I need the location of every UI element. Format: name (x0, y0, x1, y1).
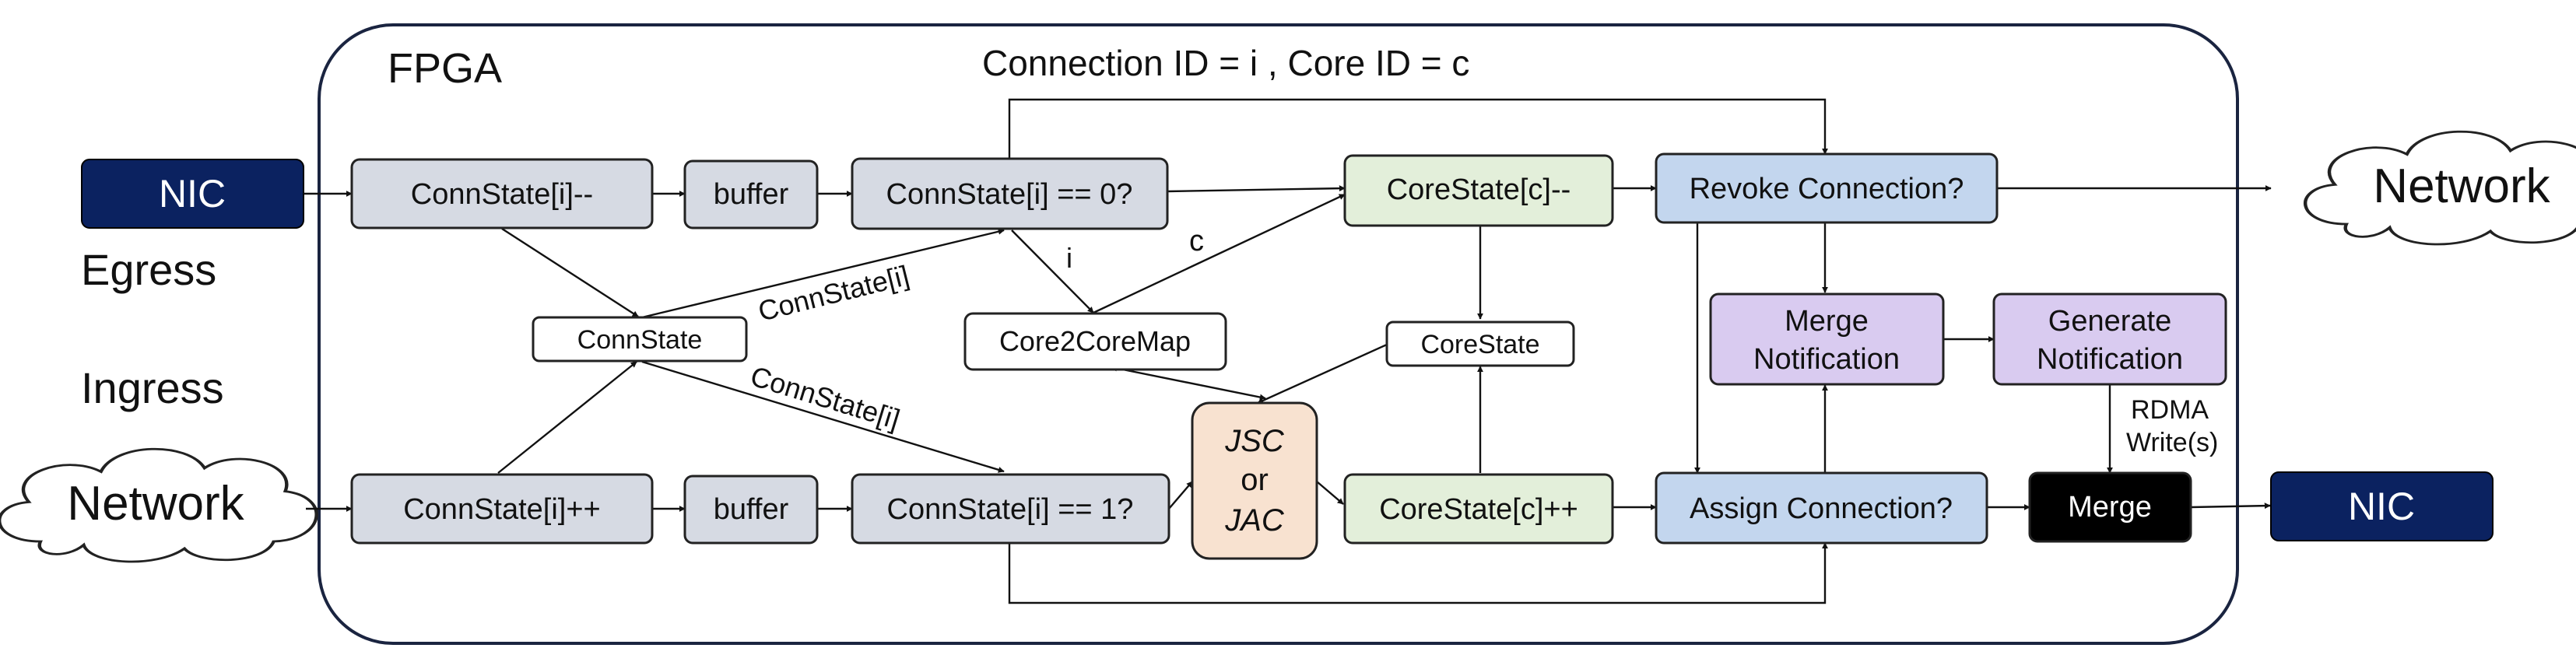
jsc-jac-box (1191, 401, 1318, 560)
left-network-label: Network (67, 477, 244, 531)
edge-label-i: i (1066, 242, 1072, 274)
connstate-increment-box (350, 473, 654, 545)
right-nic-box (2270, 471, 2494, 541)
core2coremap-box (963, 312, 1227, 371)
left-nic-label: NIC (159, 172, 226, 215)
edge-eq0-top-loop-to-revoke (1008, 98, 1828, 159)
right-nic-label: NIC (2348, 485, 2415, 528)
or-label: or (1241, 463, 1269, 497)
corestate-increment-label: CoreState[c]++ (1379, 493, 1578, 526)
connstate-eq1-box (851, 473, 1170, 545)
right-network-cloud (2303, 130, 2576, 246)
generate-notification-line2: Notification (2037, 343, 2183, 376)
connstate-eq1-label: ConnState[i] == 1? (887, 493, 1134, 526)
jac-label: JAC (1224, 503, 1285, 538)
edge-label-connstate-upper: ConnState[i] (755, 259, 912, 328)
corestate-decrement-box (1343, 154, 1614, 227)
edge-connstate-to-eq1 (641, 360, 1005, 473)
revoke-connection-label: Revoke Connection? (1690, 173, 1964, 205)
buffer-bottom-box (683, 475, 819, 545)
core2coremap-label: Core2CoreMap (999, 325, 1191, 357)
connstate-increment-label: ConnState[i]++ (403, 493, 601, 526)
assign-connection-box (1655, 471, 1988, 545)
generate-notification-line1: Generate (2048, 305, 2171, 338)
fpga-container (318, 23, 2239, 645)
buffer-top-box (683, 159, 819, 229)
edge-connstate-to-eq0 (641, 228, 1005, 319)
corestate-box (1385, 320, 1575, 367)
revoke-connection-box (1655, 152, 1999, 224)
merge-box (2028, 471, 2192, 543)
connection-core-label: Connection ID = i , Core ID = c (982, 43, 1469, 83)
connstate-box (532, 316, 748, 363)
corestate-decrement-label: CoreState[c]-- (1387, 173, 1571, 206)
edge-eq1-bottom-loop-to-assign (1008, 542, 1828, 604)
merge-label: Merge (2068, 491, 2152, 524)
corestate-label: CoreState (1420, 330, 1539, 359)
right-network-label: Network (2373, 159, 2550, 213)
edge-jsc-to-corestate-inc (1316, 481, 1344, 505)
connstate-decrement-label: ConnState[i]-- (411, 178, 593, 211)
buffer-top-label: buffer (714, 178, 789, 211)
edge-connstate-inc-to-connstate (497, 361, 637, 474)
egress-label: Egress (81, 245, 216, 294)
corestate-increment-box (1343, 473, 1614, 545)
edges (304, 98, 2272, 604)
edge-merge-to-nic (2190, 503, 2271, 510)
edge-eq0-to-core2coremap (1011, 229, 1094, 313)
edge-connstate-dec-to-connstate (501, 227, 639, 318)
edge-eq0-to-corestate-dec (1167, 185, 1346, 193)
fpga-label: FPGA (388, 45, 502, 92)
jsc-label: JSC (1224, 424, 1285, 458)
connstate-decrement-box (350, 158, 654, 229)
assign-connection-label: Assign Connection? (1690, 492, 1953, 525)
edge-label-c: c (1189, 225, 1204, 257)
merge-notification-line1: Merge (1785, 305, 1869, 338)
connstate-eq0-box (851, 157, 1169, 230)
edge-label-connstate-lower: ConnState[i] (747, 359, 904, 435)
generate-notification-box (1992, 292, 2227, 386)
merge-notification-box (1709, 292, 1945, 386)
edge-label-rdma: RDMA (2131, 395, 2209, 425)
edge-core2coremap-to-corestate-dec (1093, 193, 1346, 314)
connstate-eq0-label: ConnState[i] == 0? (886, 178, 1133, 211)
ingress-label: Ingress (81, 363, 224, 412)
edge-corestate-to-jsc (1257, 343, 1388, 405)
buffer-bottom-label: buffer (714, 493, 789, 526)
edge-eq1-to-jsc (1168, 481, 1193, 510)
merge-notification-line2: Notification (1753, 343, 1900, 376)
left-network-cloud (0, 447, 318, 563)
connstate-label: ConnState (577, 325, 703, 355)
edge-label-writes: Write(s) (2126, 428, 2218, 457)
edge-core2coremap-jsc-bidirectional (1111, 365, 1266, 401)
